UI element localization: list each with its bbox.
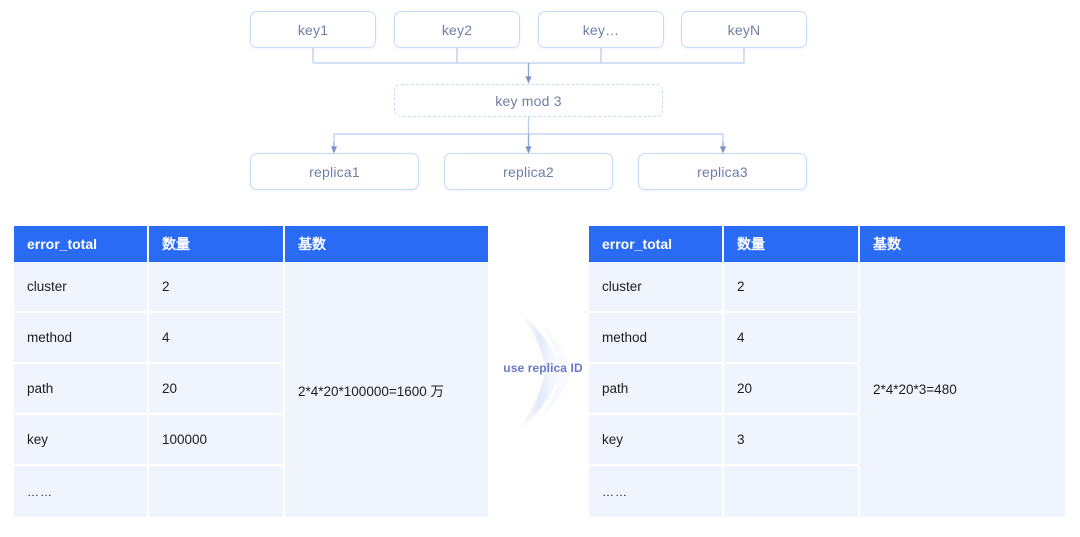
table-row: 20	[724, 364, 858, 415]
node-key1-label: key1	[297, 21, 329, 38]
table-before-col-count: 2 4 20 100000	[149, 262, 285, 517]
table-row: path	[589, 364, 722, 415]
transition-label: use replica ID	[503, 361, 583, 375]
table-row: 4	[724, 313, 858, 364]
node-key-ellipsis[interactable]: key…	[538, 11, 664, 48]
table-before: error_total 数量 基数 cluster method path ke…	[14, 226, 488, 517]
table-row: 2	[724, 262, 858, 313]
table-after-header-count: 数量	[724, 226, 860, 262]
node-replica2[interactable]: replica2	[444, 153, 613, 190]
table-row: path	[14, 364, 147, 415]
node-hash-function[interactable]: key mod 3	[394, 84, 663, 117]
table-after-cardinality-formula: 2*4*20*3=480	[860, 262, 1065, 517]
table-after: error_total 数量 基数 cluster method path ke…	[589, 226, 1065, 517]
table-row: cluster	[589, 262, 722, 313]
chevron-right-icon	[516, 306, 571, 434]
table-row	[724, 466, 858, 517]
table-before-body: cluster method path key …… 2 4 20 100000…	[14, 262, 488, 517]
table-after-header-cardinality: 基数	[873, 236, 901, 252]
table-row: key	[14, 415, 147, 466]
node-replica2-label: replica2	[503, 163, 554, 180]
node-replica3[interactable]: replica3	[638, 153, 807, 190]
table-before-header-metric: error_total	[14, 226, 149, 262]
table-before-header-count: 数量	[149, 226, 285, 262]
table-row: ……	[27, 484, 53, 499]
table-row: 2	[149, 262, 283, 313]
table-before-cardinality-formula: 2*4*20*100000=1600 万	[285, 262, 488, 517]
table-row: 4	[149, 313, 283, 364]
node-hash-function-label: key mod 3	[495, 92, 562, 109]
table-row	[149, 466, 283, 517]
table-before-header-cardinality: 基数	[298, 236, 326, 252]
node-replica3-label: replica3	[697, 163, 748, 180]
table-before-col-metric: cluster method path key ……	[14, 262, 149, 517]
node-replica1-label: replica1	[309, 163, 360, 180]
table-after-col-metric: cluster method path key ……	[589, 262, 724, 517]
table-row: 20	[149, 364, 283, 415]
sharding-diagram: key1 key2 key… keyN key mod 3 replica1 r…	[0, 0, 1080, 210]
node-key1[interactable]: key1	[250, 11, 376, 48]
table-after-header-metric: error_total	[589, 226, 724, 262]
table-before-header-row: error_total 数量 基数	[14, 226, 488, 262]
transition-indicator: use replica ID	[488, 300, 598, 440]
table-after-body: cluster method path key …… 2 4 20 3 2*4*…	[589, 262, 1065, 517]
node-keyn-label: keyN	[727, 21, 761, 38]
node-replica1[interactable]: replica1	[250, 153, 419, 190]
table-row: method	[589, 313, 722, 364]
table-row: 100000	[149, 415, 283, 466]
table-row: key	[589, 415, 722, 466]
node-key2[interactable]: key2	[394, 11, 520, 48]
table-row: 3	[724, 415, 858, 466]
table-row: cluster	[14, 262, 147, 313]
node-key-ellipsis-label: key…	[582, 21, 620, 38]
table-row: ……	[602, 484, 628, 499]
node-keyn[interactable]: keyN	[681, 11, 807, 48]
table-after-header-row: error_total 数量 基数	[589, 226, 1065, 262]
table-row: method	[14, 313, 147, 364]
table-after-col-count: 2 4 20 3	[724, 262, 860, 517]
node-key2-label: key2	[441, 21, 473, 38]
